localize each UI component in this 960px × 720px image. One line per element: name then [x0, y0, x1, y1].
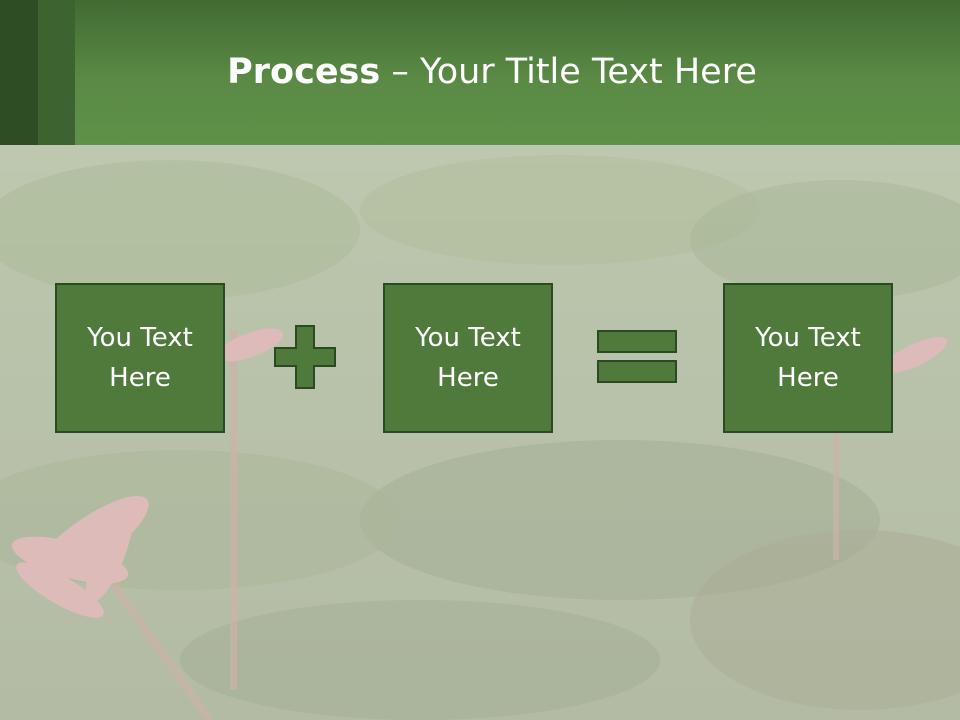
plus-icon [274, 325, 336, 389]
step-2-line-1: You Text [415, 323, 521, 353]
title-rest-text: – Your Title Text Here [380, 52, 757, 92]
step-3-line-1: You Text [755, 323, 861, 353]
title-bold-text: Process [227, 52, 381, 92]
step-1-line-1: You Text [87, 323, 193, 353]
slide-title[interactable]: Process – Your Title Text Here [0, 52, 960, 92]
step-3-line-2: Here [777, 363, 839, 393]
header-mid-stripe [38, 0, 75, 145]
header-dark-stripe [0, 0, 38, 145]
step-1-line-2: Here [109, 363, 171, 393]
step-2-line-2: Here [437, 363, 499, 393]
equals-icon [597, 330, 677, 383]
title-bar: Process – Your Title Text Here [0, 0, 960, 145]
